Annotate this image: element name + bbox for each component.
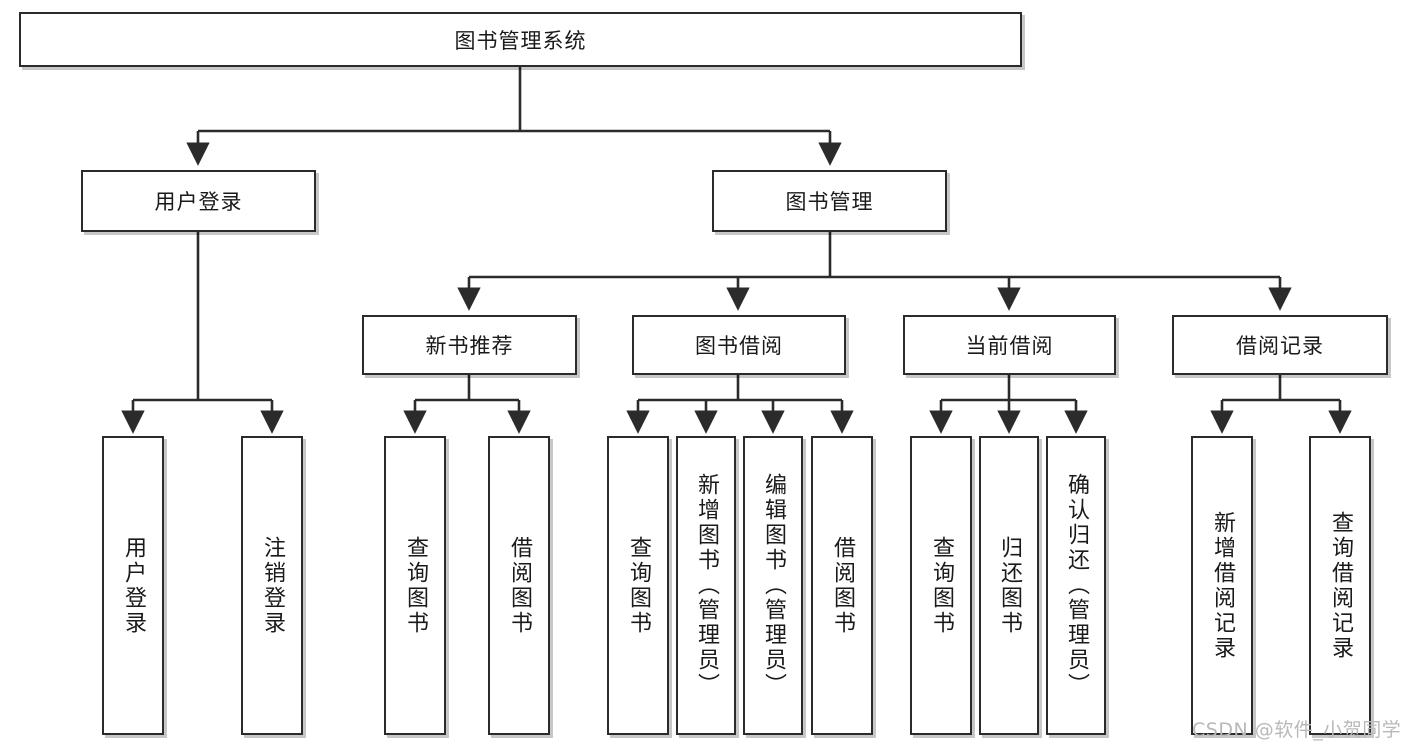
- leaf-newbook-query-book[interactable]: 查询图书: [384, 436, 446, 735]
- leaf-borrow-borrow-book[interactable]: 借阅图书: [811, 436, 873, 735]
- node-label: 归还图书: [997, 535, 1022, 636]
- node-label: 注销登录: [260, 535, 285, 636]
- node-label: 图书借阅: [695, 334, 783, 358]
- node-borrow-records[interactable]: 借阅记录: [1172, 315, 1388, 375]
- leaf-current-return-book[interactable]: 归还图书: [979, 436, 1039, 735]
- node-user-login[interactable]: 用户登录: [81, 170, 316, 232]
- node-root-system[interactable]: 图书管理系统: [19, 12, 1022, 67]
- node-label: 新书推荐: [425, 334, 514, 358]
- node-label: 查询图书: [403, 535, 428, 636]
- node-new-book-recommend[interactable]: 新书推荐: [362, 315, 577, 375]
- node-book-borrow[interactable]: 图书借阅: [632, 315, 846, 375]
- node-current-borrow[interactable]: 当前借阅: [903, 315, 1116, 375]
- csdn-watermark: CSDN @软件_小贺同学: [1192, 719, 1402, 741]
- node-label: 查询图书: [626, 535, 651, 636]
- node-label: 用户登录: [154, 190, 243, 214]
- leaf-borrow-edit-book-admin[interactable]: 编辑图书（管理员）: [743, 436, 803, 735]
- node-label: 用户登录: [121, 535, 146, 636]
- leaf-user-login[interactable]: 用户登录: [102, 436, 164, 735]
- node-label: 查询借阅记录: [1328, 510, 1353, 661]
- leaf-user-logout[interactable]: 注销登录: [241, 436, 303, 735]
- node-label: 新增借阅记录: [1210, 510, 1235, 661]
- node-label: 借阅记录: [1236, 334, 1324, 358]
- node-label: 借阅图书: [507, 535, 532, 636]
- node-label: 图书管理系统: [454, 28, 587, 53]
- node-label: 当前借阅: [965, 334, 1054, 358]
- leaf-records-query-record[interactable]: 查询借阅记录: [1309, 436, 1371, 735]
- leaf-newbook-borrow-book[interactable]: 借阅图书: [488, 436, 550, 735]
- leaf-borrow-add-book-admin[interactable]: 新增图书（管理员）: [676, 436, 736, 735]
- leaf-current-query-book[interactable]: 查询图书: [910, 436, 972, 735]
- node-label: 确认归还（管理员）: [1064, 473, 1089, 698]
- node-label: 编辑图书（管理员）: [761, 473, 786, 698]
- node-label: 借阅图书: [830, 535, 855, 636]
- node-label: 图书管理: [785, 190, 874, 214]
- leaf-borrow-query-book[interactable]: 查询图书: [607, 436, 669, 735]
- node-label: 新增图书（管理员）: [694, 473, 719, 698]
- node-book-management[interactable]: 图书管理: [712, 170, 947, 232]
- leaf-current-confirm-return-admin[interactable]: 确认归还（管理员）: [1046, 436, 1106, 735]
- leaf-records-add-record[interactable]: 新增借阅记录: [1191, 436, 1253, 735]
- node-label: 查询图书: [929, 535, 954, 636]
